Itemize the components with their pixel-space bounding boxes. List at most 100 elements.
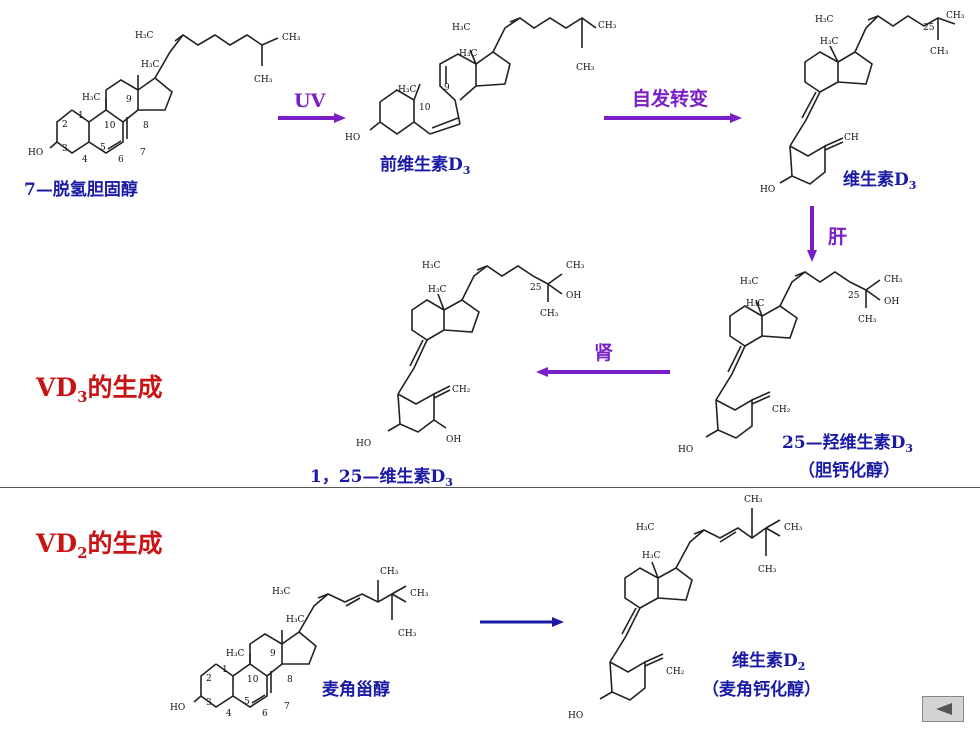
svg-text:5: 5	[100, 143, 106, 153]
svg-text:OH: OH	[884, 297, 899, 307]
vd3-heading: VD3的生成	[36, 373, 163, 406]
svg-text:6: 6	[118, 155, 124, 165]
svg-text:CH₃: CH₃	[946, 11, 965, 21]
svg-text:HO: HO	[28, 148, 43, 158]
svg-text:H₃C: H₃C	[286, 615, 304, 625]
liver-arrow-label: 肝	[828, 226, 848, 248]
svg-text:H₃C: H₃C	[226, 649, 244, 659]
svg-text:2: 2	[206, 674, 212, 684]
svg-text:10: 10	[247, 675, 259, 685]
section-divider	[0, 487, 980, 488]
svg-text:H₃C: H₃C	[422, 261, 440, 271]
svg-text:2: 2	[62, 120, 68, 130]
spontaneous-arrow	[604, 113, 742, 123]
svg-text:7: 7	[284, 702, 290, 712]
svg-text:H₃C: H₃C	[820, 37, 838, 47]
svg-text:HO: HO	[170, 703, 185, 713]
svg-text:H₃C: H₃C	[452, 23, 470, 33]
svg-text:3: 3	[62, 144, 68, 154]
svg-text:CH₃: CH₃	[930, 47, 949, 57]
svg-text:H₃C: H₃C	[746, 299, 764, 309]
uv-arrow-label: UV	[294, 90, 326, 112]
uv-arrow	[278, 113, 346, 123]
svg-text:H₃C: H₃C	[272, 587, 290, 597]
dihydroxy-d3-label: 1，25—维生素D3	[310, 467, 453, 489]
svg-text:H₃C: H₃C	[815, 15, 833, 25]
vitamin-d3-label: 维生素D3	[843, 170, 917, 192]
svg-text:CH: CH	[844, 133, 859, 143]
svg-text:CH₂: CH₂	[452, 385, 471, 395]
svg-text:8: 8	[287, 675, 293, 685]
svg-text:10: 10	[104, 121, 116, 131]
svg-text:9: 9	[270, 649, 276, 659]
svg-text:HO: HO	[760, 185, 775, 195]
svg-text:CH₃: CH₃	[758, 565, 777, 575]
svg-text:25: 25	[848, 291, 860, 301]
kidney-arrow	[536, 367, 670, 377]
svg-text:CH₃: CH₃	[398, 629, 417, 639]
triangle-left-icon	[936, 703, 952, 715]
previous-slide-button[interactable]	[922, 696, 964, 722]
svg-text:H₃C: H₃C	[459, 49, 477, 59]
svg-text:H₃C: H₃C	[141, 60, 159, 70]
svg-text:5: 5	[244, 697, 250, 707]
svg-text:H₃C: H₃C	[642, 551, 660, 561]
svg-text:CH₃: CH₃	[410, 589, 429, 599]
spontaneous-arrow-label: 自发转变	[632, 88, 709, 110]
svg-text:CH₃: CH₃	[858, 315, 877, 325]
svg-text:1: 1	[222, 665, 228, 675]
svg-text:CH₃: CH₃	[784, 523, 803, 533]
svg-text:CH₂: CH₂	[666, 667, 685, 677]
svg-text:H₃C: H₃C	[82, 93, 100, 103]
svg-text:H₃C: H₃C	[740, 277, 758, 287]
svg-text:25: 25	[530, 283, 542, 293]
ergocalciferol-label: （麦角钙化醇）	[702, 680, 821, 700]
svg-text:H₃C: H₃C	[636, 523, 654, 533]
svg-text:CH₂: CH₂	[772, 405, 791, 415]
ergosterol-label: 麦角甾醇	[322, 680, 390, 700]
svg-text:4: 4	[226, 709, 232, 719]
svg-text:CH₃: CH₃	[540, 309, 559, 319]
svg-text:CH₃: CH₃	[380, 567, 399, 577]
svg-text:H₃C: H₃C	[398, 85, 416, 95]
svg-text:OH: OH	[566, 291, 581, 301]
svg-text:CH₃: CH₃	[598, 21, 617, 31]
calcifediol-label: （胆钙化醇）	[798, 461, 900, 481]
svg-text:3: 3	[206, 698, 212, 708]
ergosterol-to-d2-arrow	[480, 617, 564, 627]
kidney-arrow-label: 肾	[594, 342, 614, 364]
svg-text:9: 9	[126, 95, 132, 105]
svg-text:HO: HO	[356, 439, 371, 449]
svg-text:25: 25	[923, 23, 935, 33]
svg-text:CH₃: CH₃	[254, 75, 273, 85]
svg-text:HO: HO	[678, 445, 693, 455]
svg-text:CH₃: CH₃	[744, 495, 763, 505]
svg-text:HO: HO	[345, 133, 360, 143]
svg-text:CH₃: CH₃	[282, 33, 301, 43]
svg-text:CH₃: CH₃	[566, 261, 585, 271]
svg-text:HO: HO	[568, 711, 583, 721]
hydroxy-d3-label: 25—羟维生素D3	[782, 433, 914, 455]
svg-text:8: 8	[143, 121, 149, 131]
svg-text:7: 7	[140, 148, 146, 158]
svg-text:1: 1	[78, 111, 84, 121]
vitamin-d2-label: 维生素D2	[732, 651, 806, 673]
previtamin-d3-label: 前维生素D3	[380, 155, 471, 177]
svg-text:CH₃: CH₃	[576, 63, 595, 73]
vd2-heading: VD2的生成	[36, 529, 163, 562]
h3c-label: H₃C	[135, 31, 153, 41]
svg-text:6: 6	[262, 709, 268, 719]
svg-text:CH₃: CH₃	[884, 275, 903, 285]
svg-text:9: 9	[444, 83, 450, 93]
svg-text:4: 4	[82, 155, 88, 165]
svg-text:OH: OH	[446, 435, 461, 445]
liver-arrow	[807, 206, 817, 262]
